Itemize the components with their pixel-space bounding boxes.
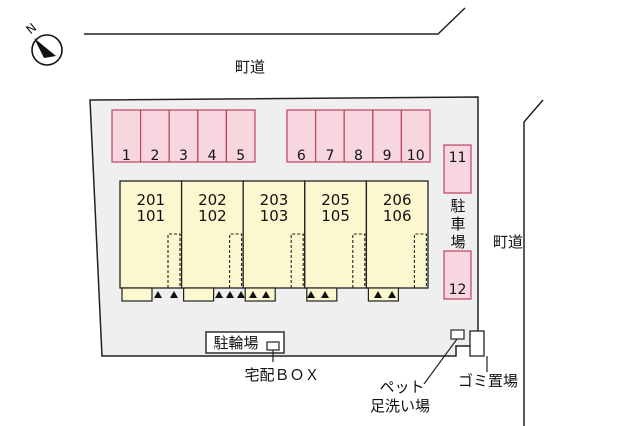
entrance-marker-icon (388, 291, 396, 298)
unit-entry-outline (229, 233, 243, 288)
unit-entry-outline (413, 233, 427, 288)
garbage-area-box (469, 330, 485, 357)
parking-space (225, 109, 256, 163)
parking-space (286, 109, 317, 163)
entrance-marker-icon (321, 291, 329, 298)
unit-porch (244, 287, 276, 302)
parking-number: 1 (122, 148, 131, 164)
delivery-box-label: 宅配ＢＯＸ (244, 366, 319, 384)
bicycle-parking-label: 駐輪場 (213, 334, 258, 352)
parking-number: 9 (383, 148, 392, 164)
top-road-edge (84, 7, 466, 35)
unit-porch (183, 287, 215, 302)
parking-side: 11 12 駐 車 場 (443, 144, 472, 300)
pet-wash-label-line1: ペット (379, 378, 424, 396)
unit-lower-number: 101 (136, 207, 165, 225)
parking-label-char-3: 場 (450, 233, 465, 251)
unit-lower-number: 103 (260, 207, 289, 225)
delivery-box-marker (266, 341, 280, 351)
entrance-marker-icon (215, 291, 223, 298)
parking-space (343, 109, 374, 163)
parking-space (372, 109, 402, 163)
pet-foot-wash (423, 329, 465, 385)
parking-space (111, 109, 142, 163)
parking-space (315, 109, 345, 163)
parking-space (197, 109, 228, 163)
right-road-edge (523, 99, 544, 426)
unit-porch (121, 287, 153, 302)
unit-entry-outline (167, 233, 181, 288)
unit-upper-number: 205 (321, 191, 350, 209)
top-road-label: 町道 (235, 58, 265, 76)
parking-number: 10 (407, 148, 425, 164)
parking-number: 2 (150, 148, 159, 164)
unit-upper-number: 203 (260, 191, 289, 209)
entrance-marker-icon (237, 291, 245, 298)
parking-label-char-1: 駐 (450, 197, 465, 215)
bicycle-parking: 駐輪場 (205, 331, 285, 362)
garbage-area (469, 330, 488, 372)
entrance-marker-icon (170, 291, 178, 298)
unit-entry-outline (352, 233, 366, 288)
unit-lower-number: 105 (321, 207, 350, 225)
unit-lower-number: 106 (383, 207, 412, 225)
pet-wash-leader (423, 338, 458, 385)
parking-number: 7 (325, 148, 334, 164)
entrance-marker-icon (374, 291, 382, 298)
unit-lower-number: 102 (198, 207, 227, 225)
parking-number: 8 (354, 148, 363, 164)
parking-number: 4 (208, 148, 217, 164)
parking-row-left: 1 2 3 4 5 (111, 109, 256, 164)
parking-number: 6 (297, 148, 306, 164)
compass-north-label: N (23, 20, 39, 36)
parking-label-char-2: 車 (450, 215, 465, 233)
garbage-area-label: ゴミ置場 (458, 372, 518, 390)
entrance-marker-icon (262, 291, 270, 298)
unit-entry-outline (290, 233, 304, 288)
parking-space (400, 109, 431, 163)
unit-upper-number: 201 (136, 191, 165, 209)
compass-icon: N (23, 20, 63, 66)
parking-row-right: 6 7 8 9 10 (286, 109, 431, 164)
parking-space (168, 109, 199, 163)
entrance-marker-icon (226, 291, 234, 298)
parking-number: 5 (236, 148, 245, 164)
entrance-marker-icon (154, 291, 162, 298)
pet-wash-marker (450, 329, 465, 340)
pet-wash-label-line2: 足洗い場 (370, 397, 430, 415)
unit-upper-number: 202 (198, 191, 227, 209)
bicycle-parking-box (205, 331, 285, 354)
parking-number-12: 12 (449, 282, 467, 298)
parking-number-11: 11 (449, 150, 467, 166)
parking-space-12 (443, 250, 472, 300)
entrance-marker-icon (249, 291, 257, 298)
unit-upper-number: 206 (383, 191, 412, 209)
parking-space-11 (443, 144, 472, 194)
entrance-marker-icon (307, 291, 315, 298)
right-road-label: 町道 (493, 233, 523, 251)
parking-number: 3 (179, 148, 188, 164)
